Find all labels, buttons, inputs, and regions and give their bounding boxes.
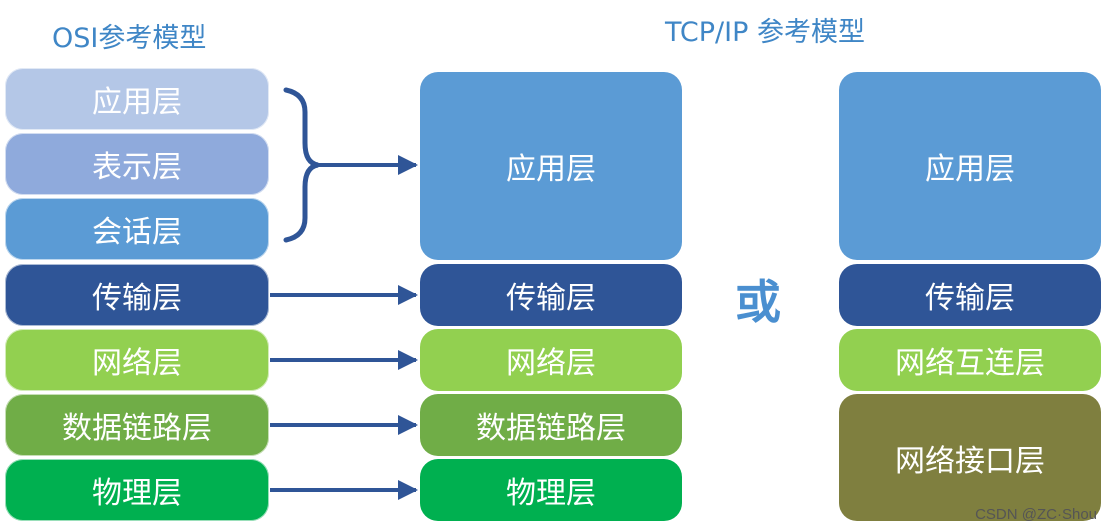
layer-label: 表示层 [92, 150, 182, 185]
tcpip-transport-layer: 传输层 [420, 264, 682, 326]
layer-label: 数据链路层 [476, 411, 626, 446]
osi-network-layer: 网络层 [5, 329, 269, 391]
osi-physical-layer: 物理层 [5, 459, 269, 521]
layer-label: 会话层 [92, 215, 182, 250]
tcpip-b-internet-layer: 网络互连层 [839, 329, 1101, 391]
layer-label: 网络互连层 [895, 346, 1045, 381]
brace-icon [283, 87, 319, 243]
tcpip-application-layer: 应用层 [420, 72, 682, 260]
layer-label: 物理层 [506, 476, 596, 511]
tcpip-network-layer: 网络层 [420, 329, 682, 391]
tcpip-physical-layer: 物理层 [420, 459, 682, 521]
layer-label: 网络层 [506, 346, 596, 381]
layer-label: 物理层 [92, 476, 182, 511]
layer-label: 数据链路层 [62, 411, 212, 446]
layer-label: 传输层 [506, 281, 596, 316]
osi-model-title: OSI参考模型 [52, 23, 207, 54]
layer-label: 应用层 [92, 85, 182, 120]
tcpip-model-title: TCP/IP 参考模型 [665, 17, 865, 48]
osi-session-layer: 会话层 [5, 198, 269, 260]
watermark: CSDN @ZC·Shou [975, 506, 1097, 523]
osi-application-layer: 应用层 [5, 68, 269, 130]
layer-label: 传输层 [92, 281, 182, 316]
layer-label: 网络层 [92, 346, 182, 381]
or-label: 或 [735, 275, 781, 329]
layer-label: 应用层 [506, 152, 596, 187]
osi-presentation-layer: 表示层 [5, 133, 269, 195]
tcpip-data-link-layer: 数据链路层 [420, 394, 682, 456]
tcpip-b-transport-layer: 传输层 [839, 264, 1101, 326]
layer-label: 网络接口层 [895, 443, 1045, 479]
osi-data-link-layer: 数据链路层 [5, 394, 269, 456]
layer-label: 应用层 [925, 152, 1015, 187]
tcpip-b-application-layer: 应用层 [839, 72, 1101, 260]
layer-label: 传输层 [925, 281, 1015, 316]
tcpip-b-network-interface-layer: 网络接口层 [839, 394, 1101, 521]
osi-transport-layer: 传输层 [5, 264, 269, 326]
